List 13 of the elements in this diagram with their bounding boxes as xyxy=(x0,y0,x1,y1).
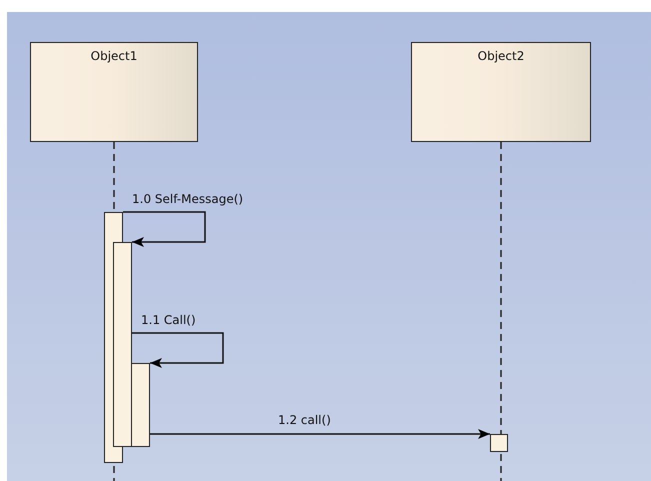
message-arrow xyxy=(132,332,224,368)
activation-bar xyxy=(113,242,132,447)
message-label: 1.1 Call() xyxy=(141,313,196,327)
object-name: Object2 xyxy=(478,49,524,63)
message-label: 1.0 Self-Message() xyxy=(132,192,244,206)
object-name: Object1 xyxy=(90,49,138,63)
activation-bar xyxy=(131,363,150,447)
message-arrow xyxy=(150,429,490,439)
message-arrow xyxy=(123,211,206,247)
activation-bar xyxy=(490,434,508,452)
object-box xyxy=(411,42,591,142)
message-label: 1.2 call() xyxy=(278,413,331,427)
object-box xyxy=(30,42,198,142)
